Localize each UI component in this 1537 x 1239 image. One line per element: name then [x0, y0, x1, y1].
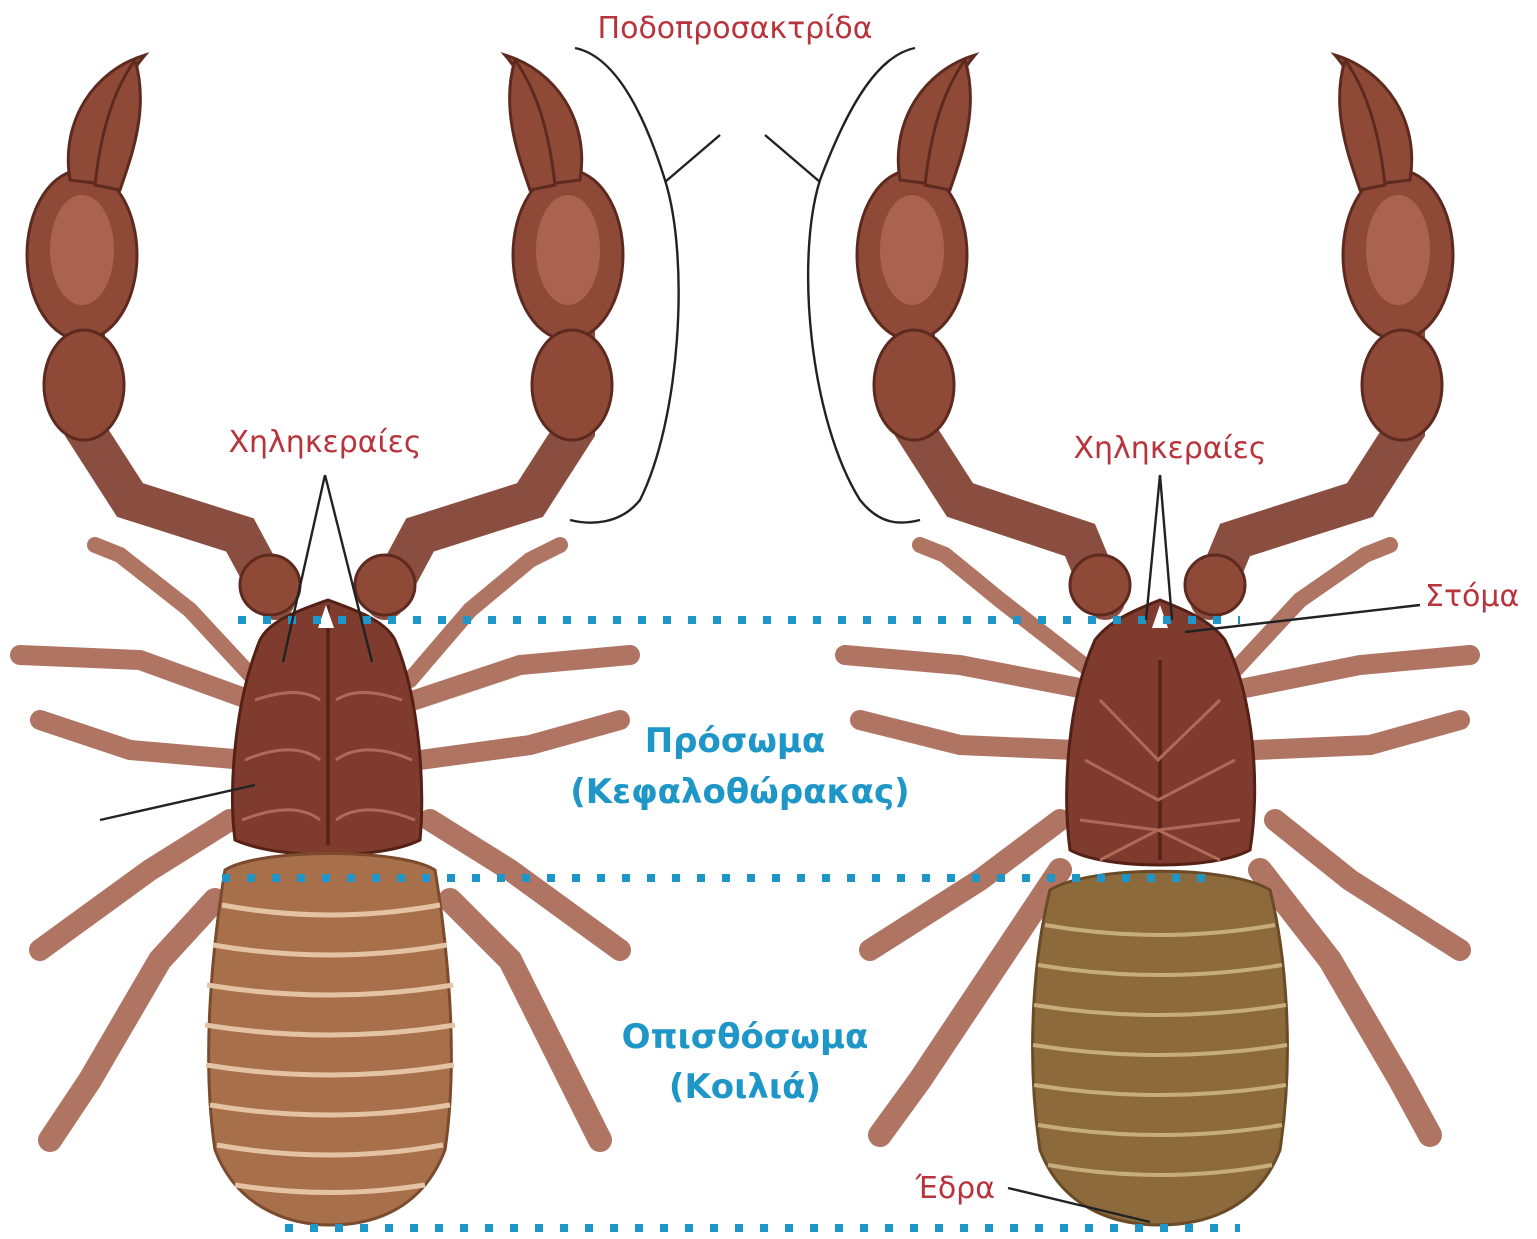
label-opisthosoma: Οπισθόσωμα: [622, 1017, 869, 1057]
dorsal-specimen: [20, 55, 630, 1225]
label-anus: Έδρα: [914, 1171, 995, 1206]
label-opisthosoma-subtitle: (Κοιλιά): [669, 1067, 821, 1107]
ventral-specimen: [845, 55, 1470, 1225]
label-prosoma-subtitle: (Κεφαλοθώρακας): [570, 772, 909, 812]
label-chelicerae-right: Χηληκεραίες: [1073, 431, 1266, 466]
chelicerae-right-leader-b: [1160, 475, 1172, 620]
dorsal-cephalothorax: [232, 600, 421, 855]
chelicerae-right-leader-a: [1146, 475, 1160, 620]
pedipalp-bracket-left-tick: [665, 135, 720, 182]
label-mouth: Στόμα: [1425, 579, 1519, 614]
pedipalp-bracket-right-tick: [765, 135, 820, 182]
label-prosoma: Πρόσωμα: [645, 721, 826, 761]
label-chelicerae-left: Χηληκεραίες: [228, 425, 421, 460]
label-pedipalps: Ποδοπροσακτρίδα: [598, 11, 873, 46]
ventral-cephalothorax: [1067, 600, 1255, 865]
dorsal-abdomen: [205, 854, 455, 1226]
ventral-abdomen: [1033, 871, 1288, 1225]
dorsal-pedipalps: [27, 55, 623, 615]
